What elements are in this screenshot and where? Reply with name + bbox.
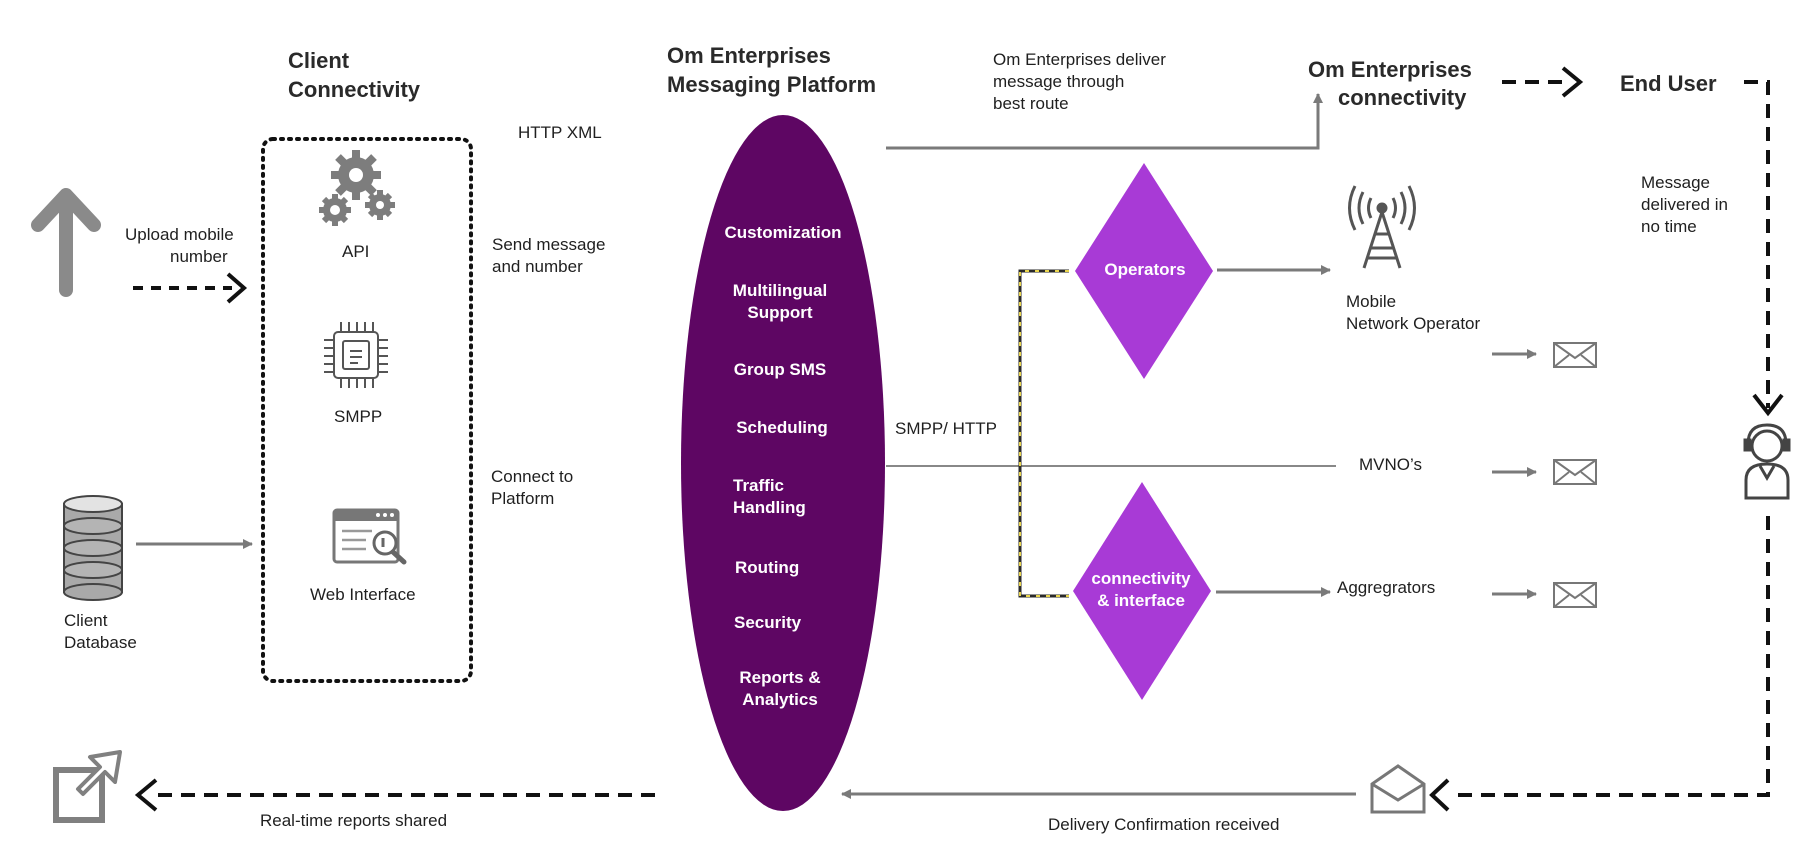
confirmation-return-path: [1429, 516, 1770, 812]
send-message-line2: and number: [492, 257, 583, 276]
platform-title-line1: Om Enterprises: [667, 43, 831, 68]
connect-platform-line1: Connect to: [491, 467, 574, 486]
connectivity-interface-label: connectivity& interface: [1091, 569, 1191, 610]
diamond-bracket: [1018, 269, 1069, 598]
database-icon: [63, 495, 123, 601]
open-envelope-icon: [1370, 764, 1426, 814]
delivery-confirmation-label: Delivery Confirmation received: [1048, 815, 1280, 834]
envelope-icon: [1553, 342, 1597, 368]
api-label: API: [342, 242, 370, 261]
platform-feature: Reports &Analytics: [739, 668, 821, 709]
connectivity-to-enduser-arrow: [1502, 66, 1584, 98]
web-search-icon: [332, 508, 407, 565]
tower-icon: [1348, 185, 1416, 269]
message-delivered-line2: delivered in: [1641, 195, 1728, 214]
send-message-line1: Send message: [492, 235, 606, 254]
message-delivered-line3: no time: [1641, 217, 1697, 236]
operators-label: Operators: [1104, 260, 1186, 279]
operators-diamond: [1075, 163, 1213, 379]
upload-label-line1: Upload mobile: [125, 225, 234, 244]
om-connectivity-line2: connectivity: [1338, 85, 1467, 110]
client-connectivity-box: [261, 137, 473, 683]
deliver-note-line2: message through: [993, 72, 1125, 91]
client-connectivity-title-line2: Connectivity: [288, 77, 421, 102]
platform-feature: Security: [734, 613, 802, 632]
gears-icon: [319, 150, 395, 226]
envelope-icon: [1553, 582, 1597, 608]
smpp-label: SMPP: [334, 407, 383, 426]
reports-dashed-arrow: [134, 778, 655, 812]
deliver-note-line1: Om Enterprises deliver: [993, 50, 1166, 69]
upload-dashed-arrow: [133, 272, 248, 304]
messaging-platform-ellipse: [681, 115, 885, 811]
connect-platform-line2: Platform: [491, 489, 555, 508]
smpp-http-label: SMPP/ HTTP: [895, 419, 998, 438]
user-headset-icon: [1743, 423, 1791, 500]
envelope-icon: [1553, 459, 1597, 485]
enduser-delivery-path: [1744, 80, 1784, 417]
export-icon: [53, 750, 122, 823]
deliver-note-line3: best route: [993, 94, 1069, 113]
realtime-reports-label: Real-time reports shared: [260, 811, 448, 830]
om-connectivity-line1: Om Enterprises: [1308, 57, 1472, 82]
client-database-line1: Client: [64, 611, 108, 630]
platform-feature: Routing: [735, 558, 800, 577]
http-xml-label: HTTP XML: [518, 123, 602, 142]
platform-feature: Scheduling: [736, 418, 828, 437]
platform-feature: Customization: [724, 223, 842, 242]
upload-arrow-icon: [31, 188, 101, 297]
end-user-label: End User: [1620, 71, 1717, 96]
aggregators-label: Aggregrators: [1337, 578, 1436, 597]
web-interface-label: Web Interface: [310, 585, 416, 604]
platform-title-line2: Messaging Platform: [667, 72, 877, 97]
connectivity-interface-diamond: [1073, 482, 1211, 700]
upload-label-line2: number: [170, 247, 228, 266]
platform-feature: Group SMS: [733, 360, 827, 379]
chip-icon: [324, 322, 388, 388]
client-connectivity-title-line1: Client: [288, 48, 350, 73]
client-database-line2: Database: [64, 633, 137, 652]
mvnos-label: MVNO’s: [1359, 455, 1422, 474]
best-route-connector: [886, 93, 1323, 150]
mno-line1: Mobile: [1346, 292, 1397, 311]
message-delivered-line1: Message: [1641, 173, 1710, 192]
mno-line2: Network Operator: [1346, 314, 1481, 333]
